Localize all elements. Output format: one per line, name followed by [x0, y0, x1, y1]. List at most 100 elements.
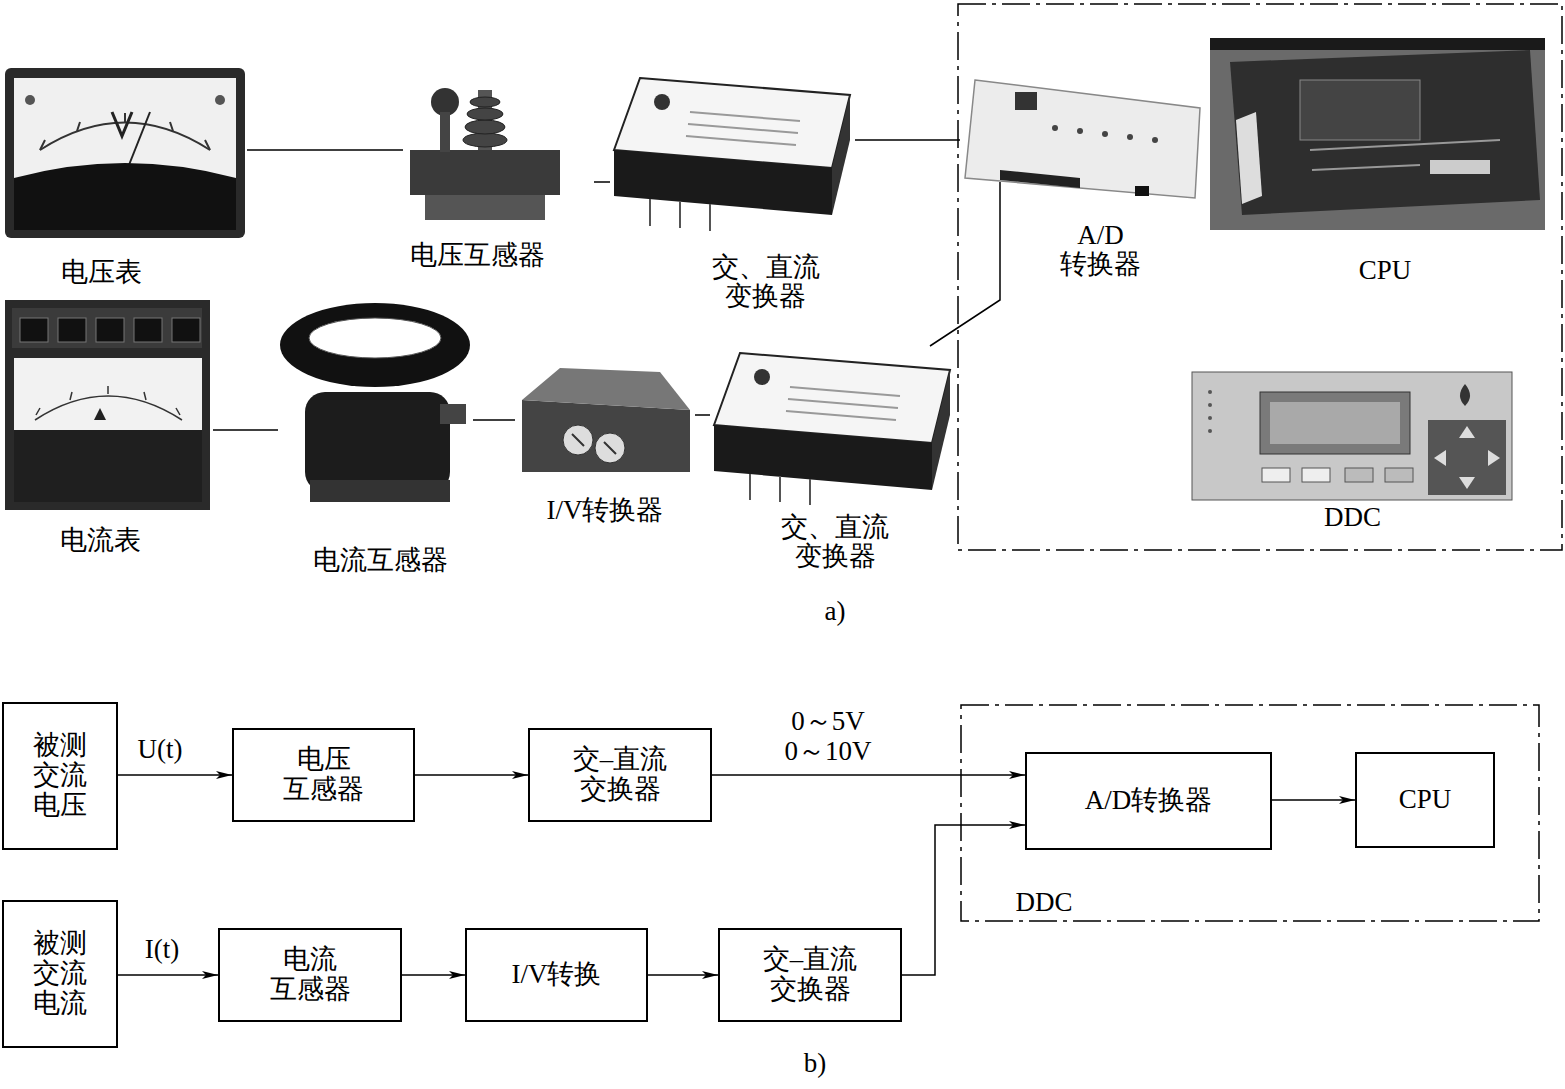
voltage-transformer-photo	[467, 108, 503, 120]
current-transformer-photo	[310, 480, 450, 502]
device-caption: CPU	[1356, 256, 1415, 286]
panel-frame	[958, 4, 1562, 550]
cpu-photo	[1210, 38, 1545, 50]
current-transformer-photo	[440, 404, 466, 424]
node-label: 电流 互感器	[267, 945, 354, 1004]
current-transformer-photo	[309, 318, 441, 358]
current-transformer-photo	[280, 303, 470, 387]
ammeter-photo	[35, 396, 182, 420]
ad-card-photo	[1000, 170, 1080, 188]
ad-card-photo	[1135, 186, 1149, 196]
node-label: 交–直流 交换器	[760, 945, 861, 1004]
device-caption: 电流表	[57, 526, 144, 556]
dashed-frame-outline	[961, 705, 1539, 921]
iv-converter-photo	[522, 368, 690, 472]
panel-label: a)	[819, 597, 852, 627]
ad-card-photo	[1015, 92, 1037, 110]
ad-card-photo	[999, 182, 1001, 284]
process-box: 交–直流 交换器	[718, 928, 902, 1022]
ddc-photo	[1262, 468, 1290, 482]
iv-converter-photo	[522, 368, 690, 410]
connecting-wire	[594, 181, 610, 183]
voltmeter-photo	[215, 95, 225, 105]
ddc-photo	[1208, 390, 1212, 394]
ddc-photo	[1434, 450, 1446, 466]
ammeter-photo	[20, 318, 48, 342]
node-label: 被测 交流 电压	[30, 731, 90, 820]
ddc-photo	[1192, 372, 1512, 500]
device-caption: DDC	[1321, 503, 1385, 533]
device-caption: A/D 转换器	[1057, 221, 1144, 280]
ammeter-photo	[14, 358, 202, 430]
ad-card-photo	[1077, 128, 1083, 134]
ac-dc-converter-photo	[714, 425, 932, 490]
ad-card-photo	[965, 80, 1200, 284]
process-box: 电流 互感器	[218, 928, 402, 1022]
ddc-photo	[1208, 403, 1212, 407]
ad-card-photo	[1052, 125, 1058, 131]
ac-dc-converter-photo	[614, 78, 850, 231]
ddc-photo	[1488, 450, 1500, 466]
device-caption: 电流互感器	[310, 546, 451, 576]
ac-dc-converter-photo	[750, 474, 810, 505]
connecting-wire	[855, 139, 960, 141]
node-label: A/D转换器	[1082, 786, 1216, 816]
ddc-photo	[1192, 372, 1512, 500]
connecting-wire	[695, 414, 710, 416]
device-caption: I/V转换器	[544, 496, 667, 526]
ddc-photo	[1428, 420, 1506, 495]
node-label: CPU	[1396, 785, 1455, 815]
current-transformer-photo	[305, 392, 450, 492]
ddc-photo	[1459, 426, 1475, 438]
device-photo: I/V转换器	[515, 362, 695, 530]
panel-label: b)	[798, 1049, 833, 1079]
ddc-photo	[1345, 468, 1373, 482]
voltmeter-photo	[40, 113, 210, 150]
node-label: 交–直流 交换器	[570, 745, 671, 804]
signal-arrow	[118, 774, 232, 776]
ac-dc-converter-photo	[714, 353, 950, 505]
device-photo: DDC	[1190, 370, 1515, 537]
ammeter-photo	[134, 318, 162, 342]
device-photo: CPU	[1210, 36, 1548, 290]
ddc-photo	[1460, 384, 1470, 406]
voltage-transformer-photo	[410, 88, 560, 220]
ac-dc-converter-photo	[932, 370, 950, 490]
signal-label: I(t)	[139, 935, 186, 965]
device-photo: 电压互感器	[403, 80, 594, 275]
process-box: CPU	[1355, 752, 1495, 848]
voltmeter-photo	[5, 68, 245, 238]
voltage-transformer-photo	[431, 88, 459, 116]
current-transformer-photo	[280, 303, 470, 502]
ddc-photo	[1208, 429, 1212, 433]
signal-arrow	[1272, 799, 1355, 801]
ad-card-photo	[1152, 137, 1158, 143]
ammeter-photo	[94, 408, 106, 420]
ddc-photo	[1270, 402, 1400, 444]
iv-converter-photo	[572, 434, 616, 454]
ammeter-photo	[5, 300, 210, 510]
node-label: I/V转换	[509, 960, 605, 990]
connecting-wire	[213, 429, 278, 431]
ammeter-photo	[96, 318, 124, 342]
ammeter-photo	[36, 386, 180, 415]
node-label: 被测 交流 电流	[30, 929, 90, 1018]
cpu-photo	[1230, 50, 1540, 215]
ddc-photo	[1208, 416, 1212, 420]
ddc-photo	[1260, 392, 1410, 454]
voltage-transformer-photo	[410, 150, 560, 195]
ammeter-photo	[172, 318, 200, 342]
ammeter-photo	[58, 318, 86, 342]
ad-card-photo	[1127, 134, 1133, 140]
cpu-photo	[1300, 80, 1420, 140]
signal-arrow	[712, 774, 1025, 776]
device-caption: 电压互感器	[407, 241, 548, 271]
voltmeter-photo	[14, 163, 236, 230]
cpu-photo	[1236, 112, 1262, 204]
signal-arrow	[402, 974, 465, 976]
ac-dc-converter-photo	[654, 94, 670, 110]
ammeter-photo	[12, 308, 202, 348]
source-box: 被测 交流 电流	[2, 900, 118, 1048]
